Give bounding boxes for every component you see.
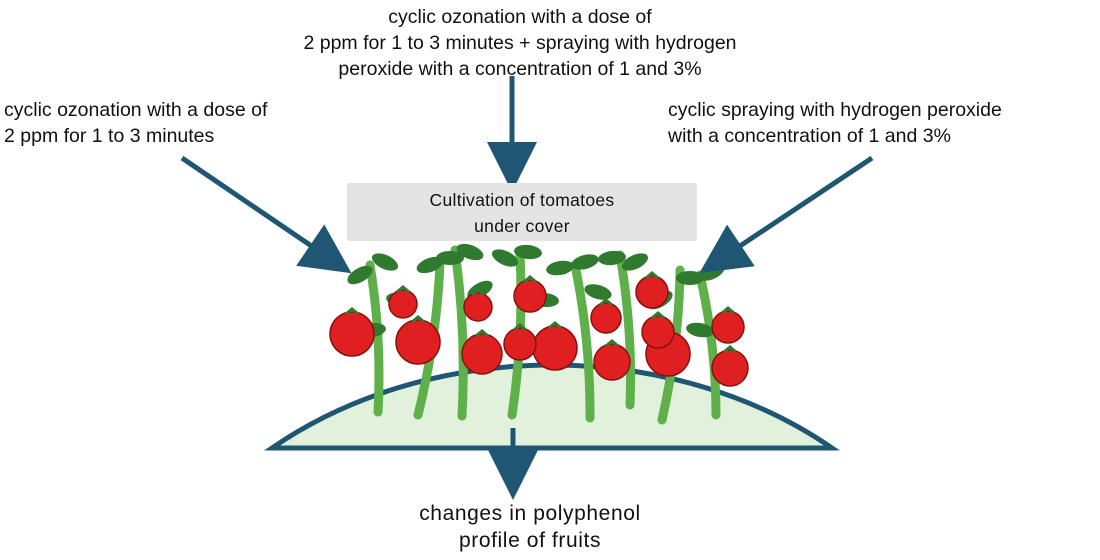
arrow-left: [180, 155, 352, 274]
leaf: [686, 322, 714, 338]
tomato: [513, 279, 547, 313]
arrow-right: [699, 155, 874, 274]
leaf: [514, 244, 542, 260]
tomato: [388, 289, 418, 319]
tomato: [635, 275, 669, 309]
outcome-line-1: changes in polyphenol: [419, 502, 641, 525]
leaf: [456, 243, 484, 261]
cultivation-line-2: under cover: [474, 216, 570, 236]
tomato-calyx: [645, 271, 659, 280]
plant-stem: [570, 260, 595, 423]
outcome-line-2: profile of fruits: [458, 529, 602, 552]
tomato: [711, 349, 749, 387]
tomato-calyx: [523, 275, 537, 284]
tomato-calyx: [723, 345, 737, 354]
tomato: [461, 333, 503, 375]
tomato-calyx: [721, 306, 735, 315]
tomato-calyx: [599, 298, 613, 307]
tomato-plants-illustration: [329, 243, 749, 425]
plant-stem: [365, 260, 384, 417]
left-label-line-1: cyclic ozonation with a dose of: [4, 99, 268, 121]
tomato-calyx: [605, 339, 619, 348]
greenhouse-dome: [263, 362, 841, 451]
leaf: [621, 253, 649, 271]
leaf: [676, 271, 704, 285]
tomato: [641, 315, 675, 349]
tomato: [590, 302, 622, 334]
tomato: [329, 311, 375, 357]
leaf: [347, 265, 373, 285]
leaf: [371, 253, 399, 271]
top-label-line-1: cyclic ozonation with a dose of: [388, 6, 652, 28]
tomato: [395, 319, 441, 365]
tomato: [532, 325, 578, 371]
tomato-calyx: [471, 288, 485, 297]
tomato-calyx: [345, 307, 359, 316]
right-treatment-label: cyclic spraying with hydrogen peroxide w…: [668, 97, 1002, 149]
top-label-line-3: peroxide with a concentration of 1 and 3…: [338, 58, 702, 80]
tomato-calyx: [396, 285, 410, 294]
cultivation-line-1: Cultivation of tomatoes: [429, 190, 615, 210]
leaf: [416, 256, 444, 274]
tomato: [463, 292, 493, 322]
plant-stem: [615, 250, 636, 410]
tomato: [711, 310, 745, 344]
tomato-calyx: [548, 321, 562, 330]
leaf: [598, 250, 626, 266]
leaf: [546, 260, 574, 276]
cultivation-box: Cultivation of tomatoes under cover: [347, 183, 697, 241]
leaf: [491, 249, 519, 267]
leaf: [571, 254, 599, 270]
leaf: [584, 284, 612, 300]
tomato-calyx: [513, 323, 527, 332]
tomato: [593, 343, 631, 381]
left-label-line-2: 2 ppm for 1 to 3 minutes: [4, 125, 215, 147]
right-label-line-1: cyclic spraying with hydrogen peroxide: [668, 99, 1002, 121]
outcome-label: changes in polyphenol profile of fruits: [300, 500, 760, 554]
tomato-calyx: [651, 311, 665, 320]
right-label-line-2: with a concentration of 1 and 3%: [668, 125, 951, 147]
top-treatment-label: cyclic ozonation with a dose of 2 ppm fo…: [200, 4, 840, 82]
plant-stem: [450, 245, 468, 421]
tomato-calyx: [411, 315, 425, 324]
leaf: [436, 251, 464, 265]
top-label-line-2: 2 ppm for 1 to 3 minutes + spraying with…: [303, 32, 737, 54]
tomato-calyx: [475, 329, 489, 338]
left-treatment-label: cyclic ozonation with a dose of 2 ppm fo…: [4, 97, 267, 149]
tomato: [503, 327, 537, 361]
plant-stem: [695, 270, 721, 420]
